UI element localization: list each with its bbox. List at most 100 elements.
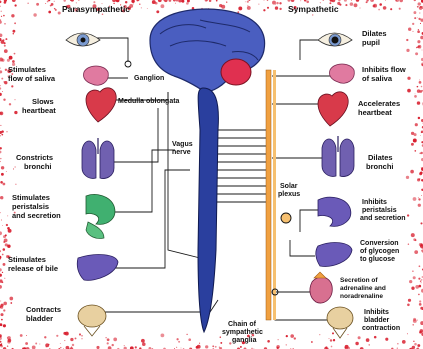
splatter-dot: [300, 0, 301, 1]
splatter-dot: [0, 250, 1, 252]
splatter-dot: [25, 342, 28, 345]
splatter-dot: [406, 39, 408, 41]
splatter-dot: [306, 1, 309, 4]
splatter-dot: [4, 23, 6, 25]
splatter-dot: [415, 285, 419, 289]
splatter-dot: [275, 6, 278, 9]
splatter-dot: [358, 336, 361, 339]
splatter-dot: [124, 345, 125, 346]
splatter-dot: [0, 34, 2, 38]
splatter-dot: [0, 70, 2, 73]
splatter-dot: [186, 2, 189, 5]
splatter-dot: [161, 334, 165, 338]
splatter-dot: [419, 81, 422, 84]
splatter-dot: [64, 340, 65, 341]
splatter-dot: [417, 86, 419, 88]
splatter-dot: [411, 287, 414, 290]
splatter-dot: [3, 263, 6, 266]
splatter-dot: [11, 85, 13, 87]
splatter-dot: [20, 334, 23, 337]
splatter-dot: [7, 215, 8, 216]
splatter-dot: [0, 161, 1, 162]
splatter-dot: [420, 135, 421, 136]
splatter-dot: [5, 69, 7, 71]
splatter-dot: [360, 8, 361, 9]
splatter-dot: [113, 338, 117, 342]
sympathetic-header: Sympathetic: [288, 4, 339, 14]
splatter-dot: [378, 9, 380, 11]
splatter-dot: [4, 42, 6, 44]
splatter-dot: [263, 0, 264, 1]
splatter-dot: [290, 334, 294, 338]
splatter-dot: [7, 346, 8, 347]
splatter-dot: [418, 294, 420, 296]
splatter-dot: [420, 222, 422, 224]
splatter-dot: [421, 195, 422, 196]
splatter-dot: [350, 2, 354, 6]
splatter-dot: [215, 346, 217, 348]
splatter-dot: [399, 8, 401, 10]
splatter-dot: [5, 38, 7, 40]
splatter-dot: [65, 332, 69, 336]
splatter-dot: [70, 338, 73, 341]
splatter-dot: [220, 336, 221, 337]
splatter-dot: [173, 0, 176, 1]
left-liver: [77, 255, 118, 281]
splatter-dot: [412, 270, 414, 272]
splatter-dot: [141, 339, 145, 343]
splatter-dot: [258, 4, 259, 5]
splatter-dot: [421, 279, 422, 280]
splatter-dot: [245, 1, 246, 2]
splatter-dot: [0, 68, 1, 69]
splatter-dot: [39, 343, 40, 344]
splatter-dot: [287, 0, 290, 2]
splatter-dot: [12, 0, 16, 2]
splatter-dot: [413, 31, 414, 32]
splatter-dot: [366, 338, 370, 342]
splatter-dot: [1, 11, 2, 12]
splatter-dot: [418, 204, 421, 207]
splatter-dot: [417, 344, 420, 347]
splatter-dot: [413, 197, 417, 201]
splatter-dot: [247, 5, 248, 6]
splatter-dot: [422, 50, 423, 51]
splatter-dot: [1, 166, 4, 169]
splatter-dot: [414, 0, 416, 1]
splatter-dot: [78, 0, 80, 1]
splatter-dot: [332, 332, 334, 334]
splatter-dot: [419, 300, 421, 302]
splatter-dot: [417, 17, 418, 18]
splatter-dot: [3, 98, 5, 100]
splatter-dot: [5, 243, 8, 246]
splatter-dot: [420, 171, 423, 174]
splatter-dot: [75, 337, 77, 339]
splatter-dot: [135, 346, 137, 348]
splatter-dot: [413, 341, 414, 342]
splatter-dot: [0, 158, 1, 159]
splatter-dot: [0, 20, 2, 23]
splatter-dot: [14, 4, 16, 6]
splatter-dot: [267, 340, 270, 343]
right-heart: [318, 92, 348, 126]
splatter-dot: [176, 0, 178, 2]
splatter-dot: [390, 8, 392, 10]
splatter-dot: [107, 342, 109, 344]
splatter-dot: [181, 0, 184, 3]
splatter-dot: [421, 167, 422, 168]
spinal-cord: [198, 88, 218, 332]
splatter-dot: [286, 335, 288, 337]
splatter-dot: [414, 150, 416, 152]
splatter-dot: [420, 6, 422, 8]
splatter-dot: [399, 0, 403, 2]
splatter-dot: [0, 285, 2, 289]
splatter-dot: [13, 168, 14, 169]
splatter-dot: [413, 276, 416, 279]
splatter-dot: [408, 28, 411, 31]
right-adrenal-kidney: [310, 272, 332, 303]
label-ganglion: Ganglion: [134, 75, 164, 82]
left-lungs: [82, 138, 114, 179]
splatter-dot: [418, 29, 419, 30]
splatter-dot: [28, 3, 29, 4]
splatter-dot: [7, 337, 8, 338]
splatter-dot: [379, 3, 382, 6]
